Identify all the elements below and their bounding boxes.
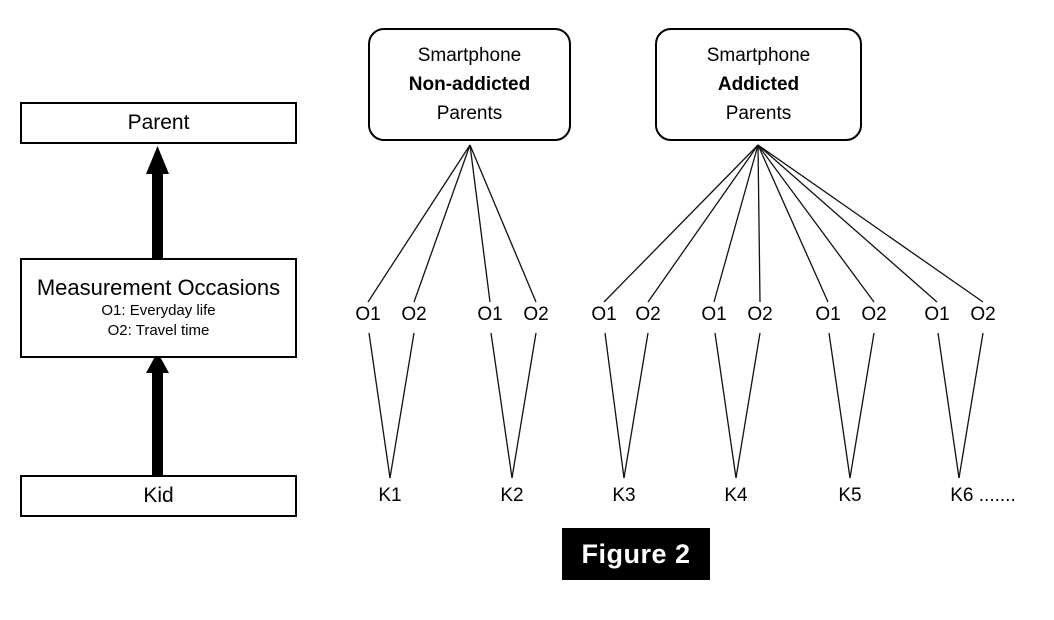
figure-caption: Figure 2 [562, 528, 710, 580]
occasion-label-g2-7: O1 [924, 304, 950, 325]
fan-lines-non-addicted [367, 144, 537, 303]
arrow-measurement-to-parent [146, 146, 169, 259]
kid-label-k5: K5 [838, 485, 862, 506]
occasion-label-g2-4: O2 [747, 304, 773, 325]
legend-box-parent: Parent [20, 102, 297, 144]
kid-label-k4: K4 [724, 485, 748, 506]
legend-box-kid: Kid [20, 475, 297, 517]
occasion-label-g2-5: O1 [815, 304, 841, 325]
kid-label-k3: K3 [612, 485, 636, 506]
legend-box-measurement-sub-1: O1: Everyday life [101, 302, 216, 319]
fan-lines-addicted [603, 144, 984, 303]
group-box-addicted-parents: Smartphone Addicted Parents [655, 28, 862, 141]
legend-box-measurement-sub-2: O2: Travel time [107, 322, 210, 339]
arrow-kid-to-measurement [146, 352, 169, 475]
group-box-addicted-line-3: Parents [725, 103, 792, 124]
group-box-non-addicted-line-2: Non-addicted [408, 74, 531, 95]
legend-box-parent-title: Parent [127, 111, 190, 134]
occasion-label-g1-3: O1 [477, 304, 503, 325]
group-box-addicted-line-1: Smartphone [706, 45, 811, 66]
group-box-non-addicted-line-3: Parents [436, 103, 503, 124]
group-box-addicted-line-2: Addicted [717, 74, 800, 95]
v-connectors-addicted [604, 332, 984, 479]
occasion-label-g1-4: O2 [523, 304, 549, 325]
group-box-non-addicted-parents: Smartphone Non-addicted Parents [368, 28, 571, 141]
v-connectors-non-addicted [368, 332, 537, 479]
occasion-label-g1-1: O1 [355, 304, 381, 325]
occasion-label-g2-1: O1 [591, 304, 617, 325]
occasion-label-g2-8: O2 [970, 304, 996, 325]
occasion-label-g1-2: O2 [401, 304, 427, 325]
kid-label-k1: K1 [378, 485, 402, 506]
occasion-label-g2-3: O1 [701, 304, 727, 325]
kid-label-k2: K2 [500, 485, 524, 506]
occasion-label-g2-6: O2 [861, 304, 887, 325]
legend-box-kid-title: Kid [143, 484, 174, 507]
occasion-label-g2-2: O2 [635, 304, 661, 325]
legend-box-measurement-occasions: Measurement Occasions O1: Everyday life … [20, 258, 297, 358]
legend-box-measurement-title: Measurement Occasions [36, 275, 281, 300]
group-box-non-addicted-line-1: Smartphone [417, 45, 522, 66]
kid-label-k6: K6 ....... [950, 485, 1016, 506]
